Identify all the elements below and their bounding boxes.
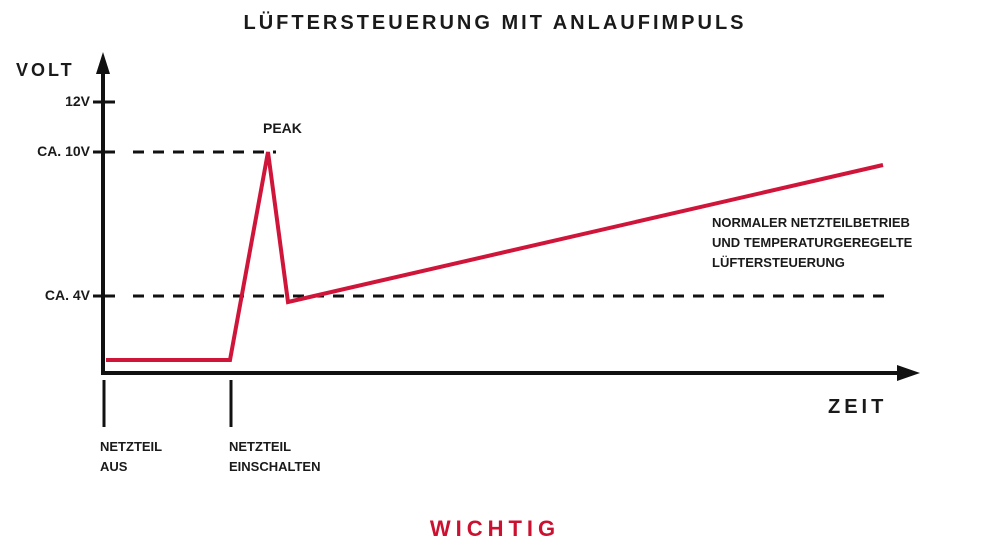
y-tick-4v: CA. 4V (44, 287, 90, 303)
y-axis-label: VOLT (16, 60, 75, 80)
annotation-line-1: NORMALER NETZTEILBETRIEB (712, 215, 910, 230)
footer-wichtig: WICHTIG (429, 516, 561, 541)
marker-netzteil-aus: NETZTEIL AUS (100, 437, 162, 477)
chart-title: LÜFTERSTEUERUNG MIT ANLAUFIMPULS (243, 12, 747, 34)
annotation-line-2: UND TEMPERATURGEREGELTE (712, 235, 913, 250)
marker-label-line-1: NETZTEIL (100, 439, 163, 454)
x-axis-arrow-icon (897, 365, 920, 381)
marker-label-line-2: EINSCHALTEN (229, 459, 321, 474)
y-tick-10v: CA. 10V (37, 143, 90, 159)
marker-netzteil-einschalten: NETZTEIL EINSCHALTEN (229, 437, 320, 477)
x-axis-label: ZEIT (828, 396, 888, 418)
annotation-line-3: LÜFTERSTEUERUNG (712, 255, 845, 270)
marker-label-line-2: AUS (100, 459, 128, 474)
marker-label-line-1: NETZTEIL (229, 439, 292, 454)
y-axis-arrow-icon (96, 52, 110, 74)
peak-annotation: PEAK (263, 120, 302, 136)
normal-operation-annotation: NORMALER NETZTEILBETRIEB UND TEMPERATURG… (712, 213, 912, 273)
y-tick-12v: 12V (65, 93, 90, 109)
voltage-series-line (106, 151, 884, 362)
